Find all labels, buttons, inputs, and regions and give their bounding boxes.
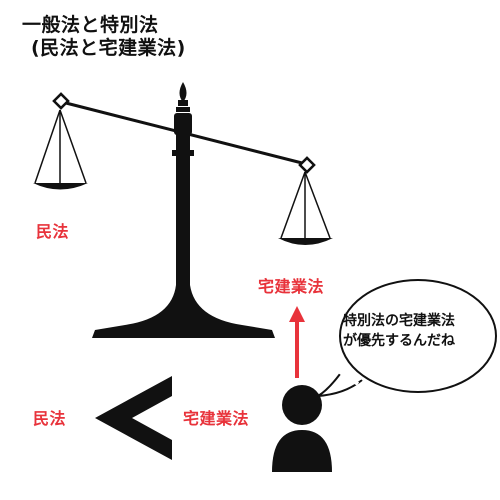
page-title: 一般法と特別法 (民法と宅建業法) xyxy=(22,14,186,60)
title-line1: 一般法と特別法 xyxy=(22,14,159,36)
beam-end-left xyxy=(52,92,70,110)
scale-pillar xyxy=(176,132,190,292)
up-arrow-icon xyxy=(289,306,305,378)
right-pan xyxy=(278,171,333,245)
comparison-left-label: 民法 xyxy=(33,409,67,428)
less-than-icon xyxy=(95,376,172,460)
scale-finial xyxy=(179,82,187,102)
speech-bubble-text: 特別法の宅建業法 が優先するんだね xyxy=(343,311,493,351)
beam-end-right xyxy=(298,156,316,174)
scale-base xyxy=(92,285,275,338)
speech-line1: 特別法の宅建業法 xyxy=(343,313,455,329)
right-pan-label: 宅建業法 xyxy=(258,277,325,296)
comparison-right-label: 宅建業法 xyxy=(183,409,250,428)
speech-line2: が優先するんだね xyxy=(343,333,455,349)
title-line2: (民法と宅建業法) xyxy=(31,37,186,59)
left-pan xyxy=(33,109,88,190)
person-icon xyxy=(272,385,332,472)
left-pan-label: 民法 xyxy=(36,222,70,241)
speech-bubble-icon xyxy=(317,279,497,397)
balance-scale-icon xyxy=(33,82,333,338)
